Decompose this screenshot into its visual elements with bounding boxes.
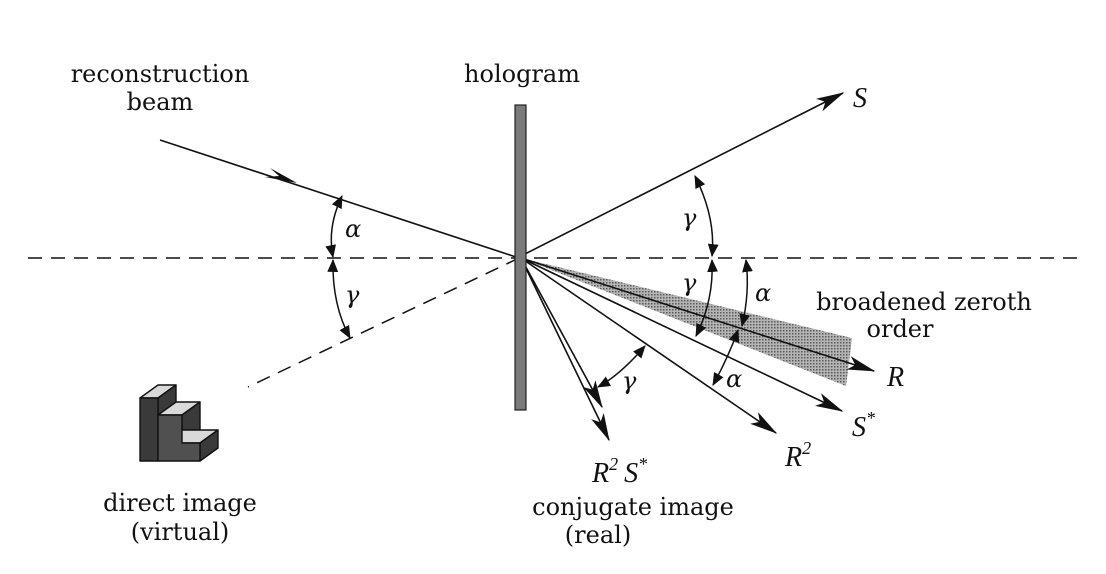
angle-arc-gamma-left xyxy=(327,258,351,339)
gamma-label-upper-right: γ xyxy=(682,204,697,232)
label-R-squared: R2 xyxy=(784,438,811,473)
direct-image-object xyxy=(139,384,219,462)
reconstruction-beam-label-line2: beam xyxy=(127,88,194,116)
ray-S xyxy=(520,92,845,257)
angle-arc-gamma-conjugate xyxy=(597,345,646,388)
hologram-plate xyxy=(514,104,527,411)
broadened-zeroth-order-band xyxy=(521,258,852,386)
conjugate-image-label-line1: conjugate image xyxy=(532,493,734,521)
virtual-image-ray-extension xyxy=(247,257,520,388)
reconstruction-beam-ray xyxy=(159,139,520,259)
ray-extra-lower xyxy=(520,257,603,409)
reconstruction-beam-arrowhead xyxy=(265,168,297,183)
label-S: S xyxy=(853,83,867,114)
direct-image-label-line1: direct image xyxy=(103,489,257,517)
ray-R-squared xyxy=(520,257,778,434)
alpha-label-right: α xyxy=(755,279,771,307)
label-R: R xyxy=(886,362,904,393)
hologram-label: hologram xyxy=(464,60,580,88)
angle-arc-alpha-right xyxy=(739,258,753,328)
gamma-label-conjugate: γ xyxy=(622,367,637,395)
alpha-label-lower-right: α xyxy=(726,365,742,393)
direct-image-label-line2: (virtual) xyxy=(131,518,230,546)
ray-S-conjugate xyxy=(520,257,844,412)
angle-arc-gamma-lower-right xyxy=(695,258,719,337)
label-S-conjugate: S* xyxy=(852,408,875,443)
reconstruction-beam-label-line1: reconstruction xyxy=(71,60,250,88)
angle-arc-alpha-left xyxy=(325,195,343,259)
gamma-label-lower-right: γ xyxy=(682,269,697,297)
alpha-label-left: α xyxy=(345,215,361,243)
broadened-zeroth-order-label-line1: broadened zeroth xyxy=(816,288,1032,316)
angle-arc-gamma-upper-right xyxy=(694,175,719,258)
angle-arc-alpha-lower-right xyxy=(712,328,740,386)
conjugate-image-label-line2: (real) xyxy=(565,521,631,549)
ray-R-squared-S-conjugate xyxy=(520,257,610,442)
gamma-label-left: γ xyxy=(345,281,360,309)
broadened-zeroth-order-label-line2: order xyxy=(867,315,934,343)
